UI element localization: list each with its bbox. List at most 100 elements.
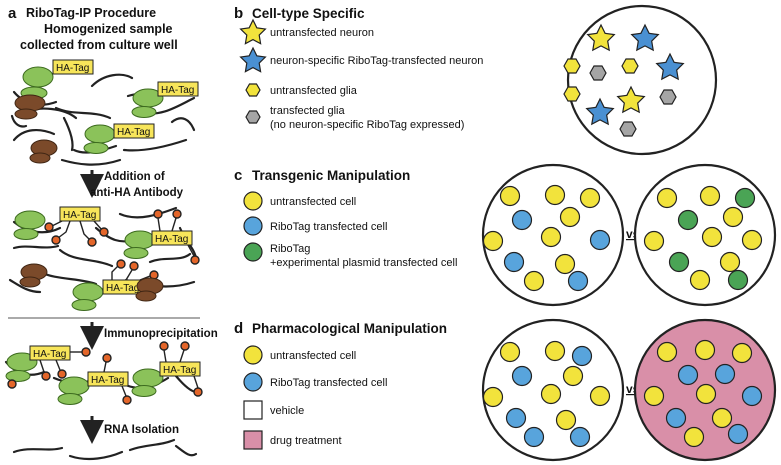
culture-well-b <box>566 4 718 156</box>
cell-yellow <box>741 229 763 251</box>
ribosome-1 <box>20 66 54 100</box>
legend-d-vehicle-swatch <box>243 400 263 420</box>
antibody-1 <box>44 220 109 247</box>
cell-yellow <box>643 230 665 252</box>
cell-yellow <box>499 341 521 363</box>
panel-b-letter: b <box>234 5 243 22</box>
cell-yellow <box>731 342 753 364</box>
star-icon-yellow <box>586 23 616 52</box>
cell-yellow <box>540 383 562 405</box>
cell-green <box>727 269 749 291</box>
antibody-3 <box>111 259 159 281</box>
cell-yellow <box>683 426 705 448</box>
panel-a-letter: a <box>8 5 17 22</box>
well-d-drug-cells <box>643 339 763 448</box>
ha-tag-label: HA-Tag <box>117 127 150 138</box>
ha-tag-label: HA-Tag <box>106 283 139 294</box>
legend-d-untransfected: untransfected cell <box>270 350 356 362</box>
legend-d-blue-circle <box>243 372 263 392</box>
cell-blue <box>571 345 593 367</box>
star-icon-blue <box>630 23 660 52</box>
hexagon-icon-yellow <box>621 58 639 74</box>
antibody-6 <box>159 341 203 397</box>
ribosome-12 <box>57 376 90 405</box>
ha-tag-label: HA-Tag <box>91 375 124 386</box>
ribosome-3 <box>131 88 164 118</box>
cell-yellow <box>589 385 611 407</box>
cell-blue <box>505 407 527 429</box>
ha-tag-label: HA-Tag <box>33 349 66 360</box>
panel-a: a RiboTag-IP Procedure Homogenized sampl… <box>4 5 218 461</box>
cell-yellow <box>643 385 665 407</box>
ribosome-10 <box>135 277 164 302</box>
ribosome-4 <box>83 124 116 154</box>
cell-yellow <box>699 185 721 207</box>
legend-d-ribotag: RiboTag transfected cell <box>270 377 387 389</box>
panel-c-letter: c <box>234 167 242 184</box>
step-label-antibody-1: Addition of <box>104 171 165 183</box>
cell-blue <box>714 363 736 385</box>
legend-b-untransfected-glia: untransfected glia <box>270 85 358 97</box>
cell-blue <box>741 385 763 407</box>
legend-b-transfected-glia-note: (no neuron-specific RiboTag expressed) <box>270 119 464 131</box>
cell-yellow <box>554 253 576 275</box>
cell-yellow <box>482 386 504 408</box>
hexagon-icon-yellow <box>563 58 581 74</box>
ha-tag-box <box>29 345 71 361</box>
well-d-vehicle-cells <box>482 340 611 448</box>
ribosome-8 <box>71 282 104 311</box>
legend-d-drug: drug treatment <box>270 435 342 447</box>
ha-tag-label: HA-Tag <box>163 365 196 376</box>
ha-tag-label: HA-Tag <box>155 234 188 245</box>
legend-d-drug-swatch <box>243 430 263 450</box>
cell-blue <box>677 364 699 386</box>
legend-c-untransfected: untransfected cell <box>270 196 356 208</box>
step-label-ip: Immunoprecipitation <box>104 328 218 340</box>
cell-blue <box>523 426 545 448</box>
star-icon-blue <box>585 97 615 126</box>
cell-yellow <box>719 251 741 273</box>
panel-b-title: Cell-type Specific <box>252 6 365 21</box>
cell-yellow <box>544 184 566 206</box>
cell-yellow <box>559 206 581 228</box>
legend-b-untransfected-neuron: untransfected neuron <box>270 27 374 39</box>
hexagon-icon-gray <box>245 110 261 124</box>
cell-blue <box>567 270 589 292</box>
cell-yellow <box>544 340 566 362</box>
ribosome-9 <box>19 263 48 288</box>
cell-yellow <box>540 226 562 248</box>
cell-yellow <box>656 187 678 209</box>
homogenate-stage <box>10 73 196 166</box>
cell-blue <box>727 423 749 445</box>
panel-c: c Transgenic Manipulation untransfected … <box>234 163 777 307</box>
legend-c-yellow-circle <box>243 191 263 211</box>
ha-tag-label: HA-Tag <box>56 63 89 74</box>
ha-tag-label: HA-Tag <box>63 210 96 221</box>
ha-tag-box <box>157 81 199 97</box>
cell-yellow <box>701 226 723 248</box>
cell-yellow <box>499 185 521 207</box>
cell-green <box>734 187 756 209</box>
panel-d: d Pharmacological Manipulation untransfe… <box>234 318 777 462</box>
cell-yellow <box>579 187 601 209</box>
panel-a-subtitle-2: collected from culture well <box>20 38 178 52</box>
step-label-antibody-2: anti-HA Antibody <box>90 187 184 199</box>
cell-yellow <box>656 341 678 363</box>
cell-blue <box>569 426 591 448</box>
legend-d-vehicle: vehicle <box>270 405 304 417</box>
cell-blue <box>511 209 533 231</box>
cell-yellow <box>555 409 577 431</box>
cell-yellow <box>694 339 716 361</box>
rna-stage <box>12 438 198 461</box>
star-icon-yellow <box>239 18 267 45</box>
cell-yellow <box>689 269 711 291</box>
cell-green <box>677 209 699 231</box>
legend-c-ribotag-plasmid-1: RiboTag <box>270 243 310 255</box>
ha-tag-label: HA-Tag <box>161 85 194 96</box>
hexagon-icon-gray <box>619 121 637 137</box>
cell-yellow <box>482 230 504 252</box>
ha-tag-box <box>52 59 94 75</box>
cell-blue <box>665 407 687 429</box>
step-label-rna: RNA Isolation <box>104 424 179 436</box>
